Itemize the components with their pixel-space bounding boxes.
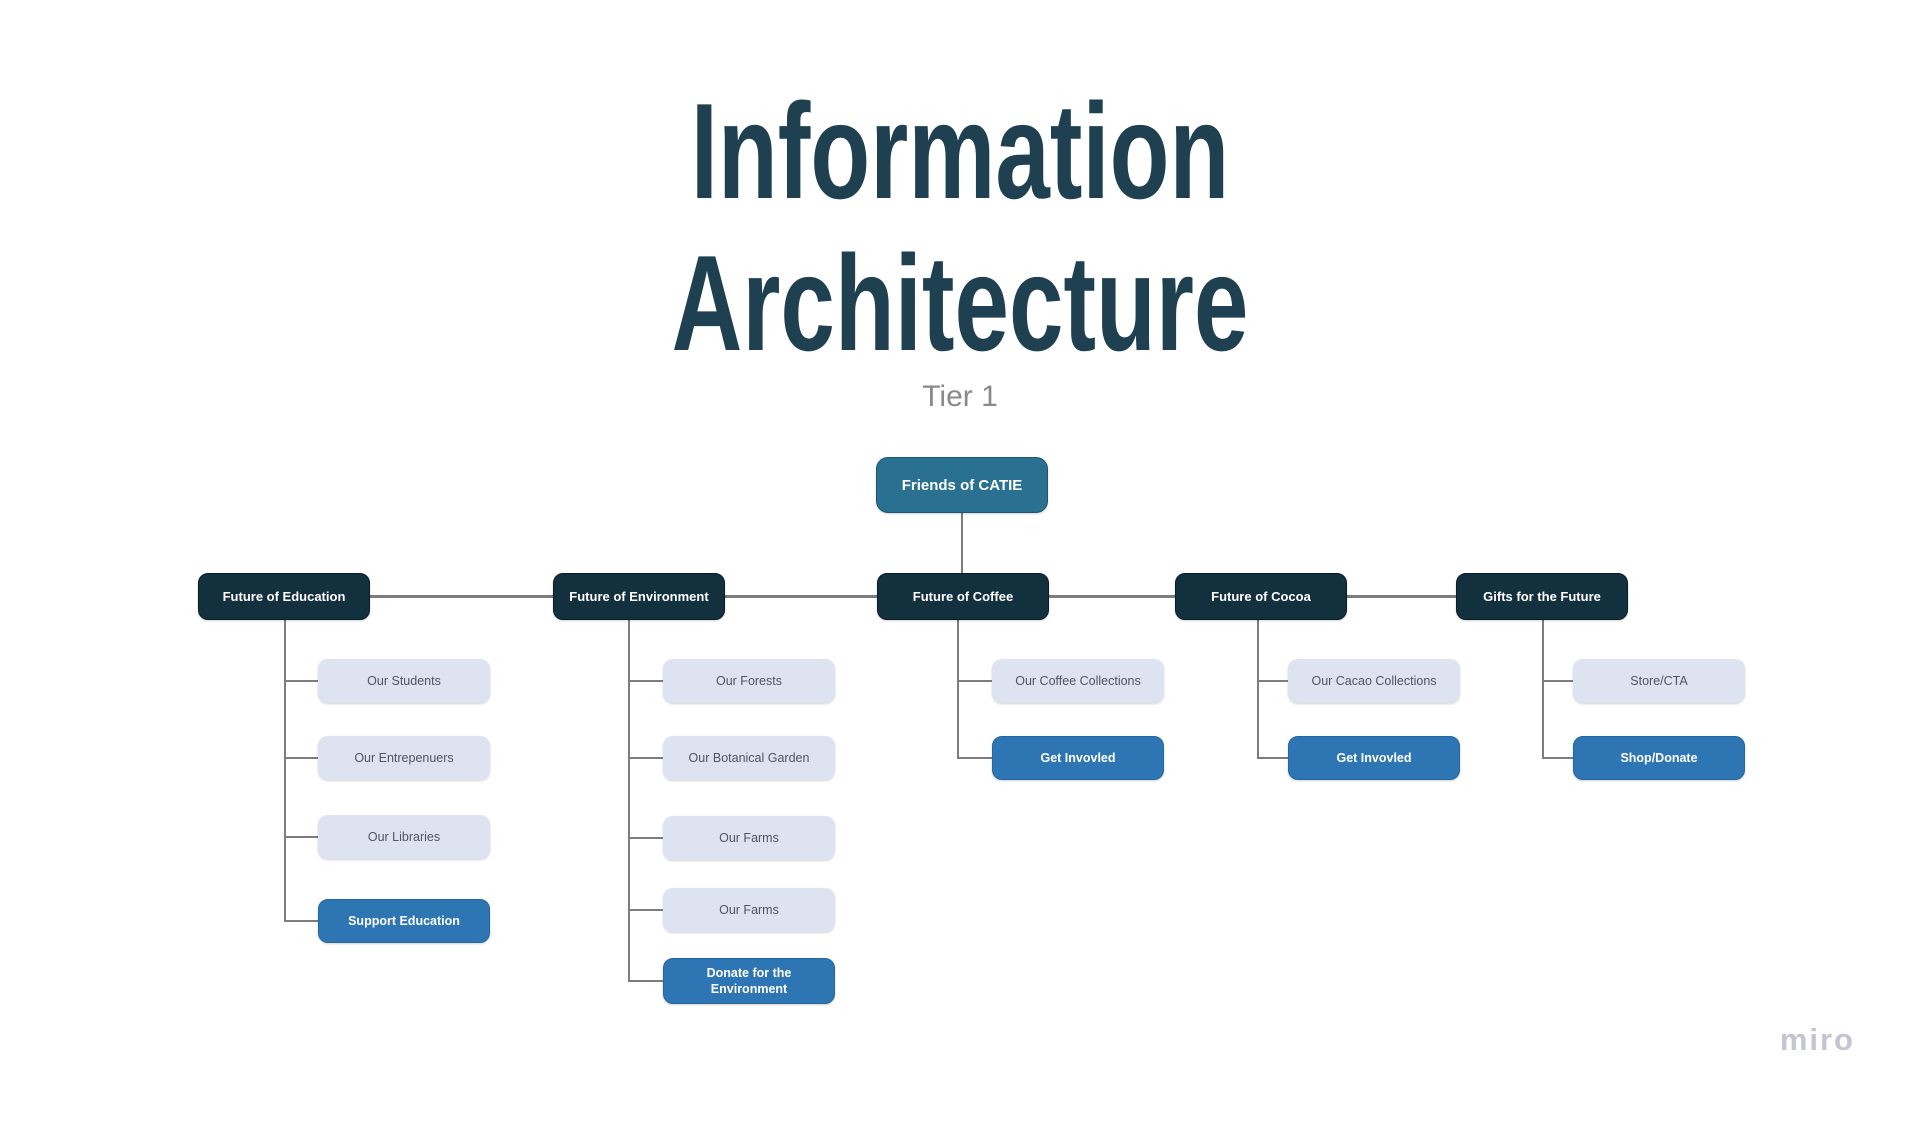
connector-line (628, 837, 667, 839)
tier2-node-gifts-for-the-future[interactable]: Gifts for the Future (1456, 573, 1628, 620)
connector-line (1257, 757, 1292, 759)
connector-line (284, 620, 286, 922)
connector-line (1542, 757, 1577, 759)
connector-line (1542, 620, 1544, 759)
connector-line (284, 680, 322, 682)
tier2-node-future-of-education[interactable]: Future of Education (198, 573, 370, 620)
connector-line (628, 980, 667, 982)
child-node-our-entrepenuers[interactable]: Our Entrepenuers (318, 736, 490, 780)
connector-line (628, 909, 667, 911)
child-node-our-coffee-collections[interactable]: Our Coffee Collections (992, 659, 1164, 703)
child-node-our-libraries[interactable]: Our Libraries (318, 815, 490, 859)
connector-line (961, 513, 963, 573)
child-node-our-botanical-garden[interactable]: Our Botanical Garden (663, 736, 835, 780)
miro-watermark: miro (1779, 1022, 1855, 1057)
connector-line (957, 757, 996, 759)
child-node-get-invovled[interactable]: Get Invovled (992, 736, 1164, 780)
connector-line (957, 680, 996, 682)
connector-line (957, 620, 959, 759)
connector-line (1542, 680, 1577, 682)
connector-line (1257, 620, 1259, 759)
tier-1-label: Tier 1 (922, 380, 998, 413)
connector-line (284, 836, 322, 838)
tier2-node-future-of-coffee[interactable]: Future of Coffee (877, 573, 1049, 620)
root-node-friends-of-catie[interactable]: Friends of CATIE (876, 457, 1048, 513)
child-node-store-cta[interactable]: Store/CTA (1573, 659, 1745, 703)
child-node-shop-donate[interactable]: Shop/Donate (1573, 736, 1745, 780)
tier2-node-future-of-environment[interactable]: Future of Environment (553, 573, 725, 620)
tier2-node-future-of-cocoa[interactable]: Future of Cocoa (1175, 573, 1347, 620)
child-node-donate-for-the-environment[interactable]: Donate for the Environment (663, 958, 835, 1004)
child-node-our-students[interactable]: Our Students (318, 659, 490, 703)
child-node-our-forests[interactable]: Our Forests (663, 659, 835, 703)
page-title-line2: Architecture (671, 227, 1249, 379)
connector-line (628, 757, 667, 759)
connector-line (284, 757, 322, 759)
connector-line (628, 680, 667, 682)
connector-line (1257, 680, 1292, 682)
child-node-our-cacao-collections[interactable]: Our Cacao Collections (1288, 659, 1460, 703)
connector-line (628, 620, 630, 982)
child-node-support-education[interactable]: Support Education (318, 899, 490, 943)
child-node-our-farms[interactable]: Our Farms (663, 888, 835, 932)
child-node-our-farms[interactable]: Our Farms (663, 816, 835, 860)
connector-line (284, 920, 322, 922)
page-title-line1: Information (690, 75, 1230, 227)
child-node-get-invovled[interactable]: Get Invovled (1288, 736, 1460, 780)
